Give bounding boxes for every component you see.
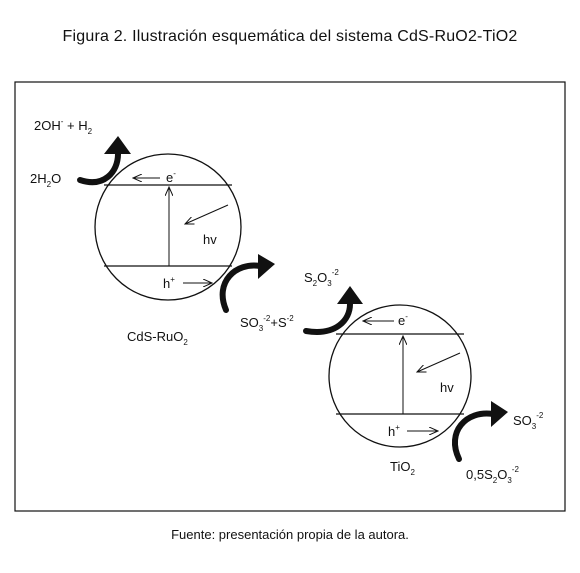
bottom-curved-arrow: [451, 401, 508, 462]
middle-curved-arrow: [219, 254, 275, 313]
tio2-electron-label: e-: [398, 312, 408, 328]
cds-photon-arrow: [185, 204, 229, 224]
figure-title: Figura 2. Ilustración esquemática del si…: [62, 28, 518, 45]
cds-hole-label: h+: [163, 275, 175, 291]
tio2-photon-label: hv: [440, 380, 454, 395]
diagram-frame: [14, 81, 566, 512]
figure-source: Fuente: presentación propia de la autora…: [171, 527, 409, 542]
bottom-reactant-label: 0,5S2O3-2: [466, 465, 519, 485]
middle-product-label: S2O3-2: [304, 268, 339, 288]
tio2-particle-label: TiO2: [390, 459, 415, 477]
cds-circle: [94, 153, 242, 301]
cds-electron-label: e-: [166, 169, 176, 185]
tio2-hole-label: h+: [388, 423, 400, 439]
cds-particle: e- h+ hv CdS-RuO2: [94, 153, 242, 347]
tio2-circle: [328, 304, 472, 448]
top-product-label: 2OH- + H2: [34, 117, 93, 136]
cds-photon-label: hv: [203, 232, 217, 247]
center-curved-arrow: [303, 286, 363, 335]
top-reactant-label: 2H2O: [30, 171, 61, 189]
tio2-particle: e- h+ hv TiO2: [328, 304, 472, 477]
cds-particle-label: CdS-RuO2: [127, 329, 188, 347]
middle-reactant-label: SO3-2+S-2: [240, 314, 294, 333]
top-curved-arrow: [77, 136, 131, 186]
bottom-product-label: SO3-2: [513, 411, 544, 431]
tio2-photon-arrow: [417, 352, 461, 372]
